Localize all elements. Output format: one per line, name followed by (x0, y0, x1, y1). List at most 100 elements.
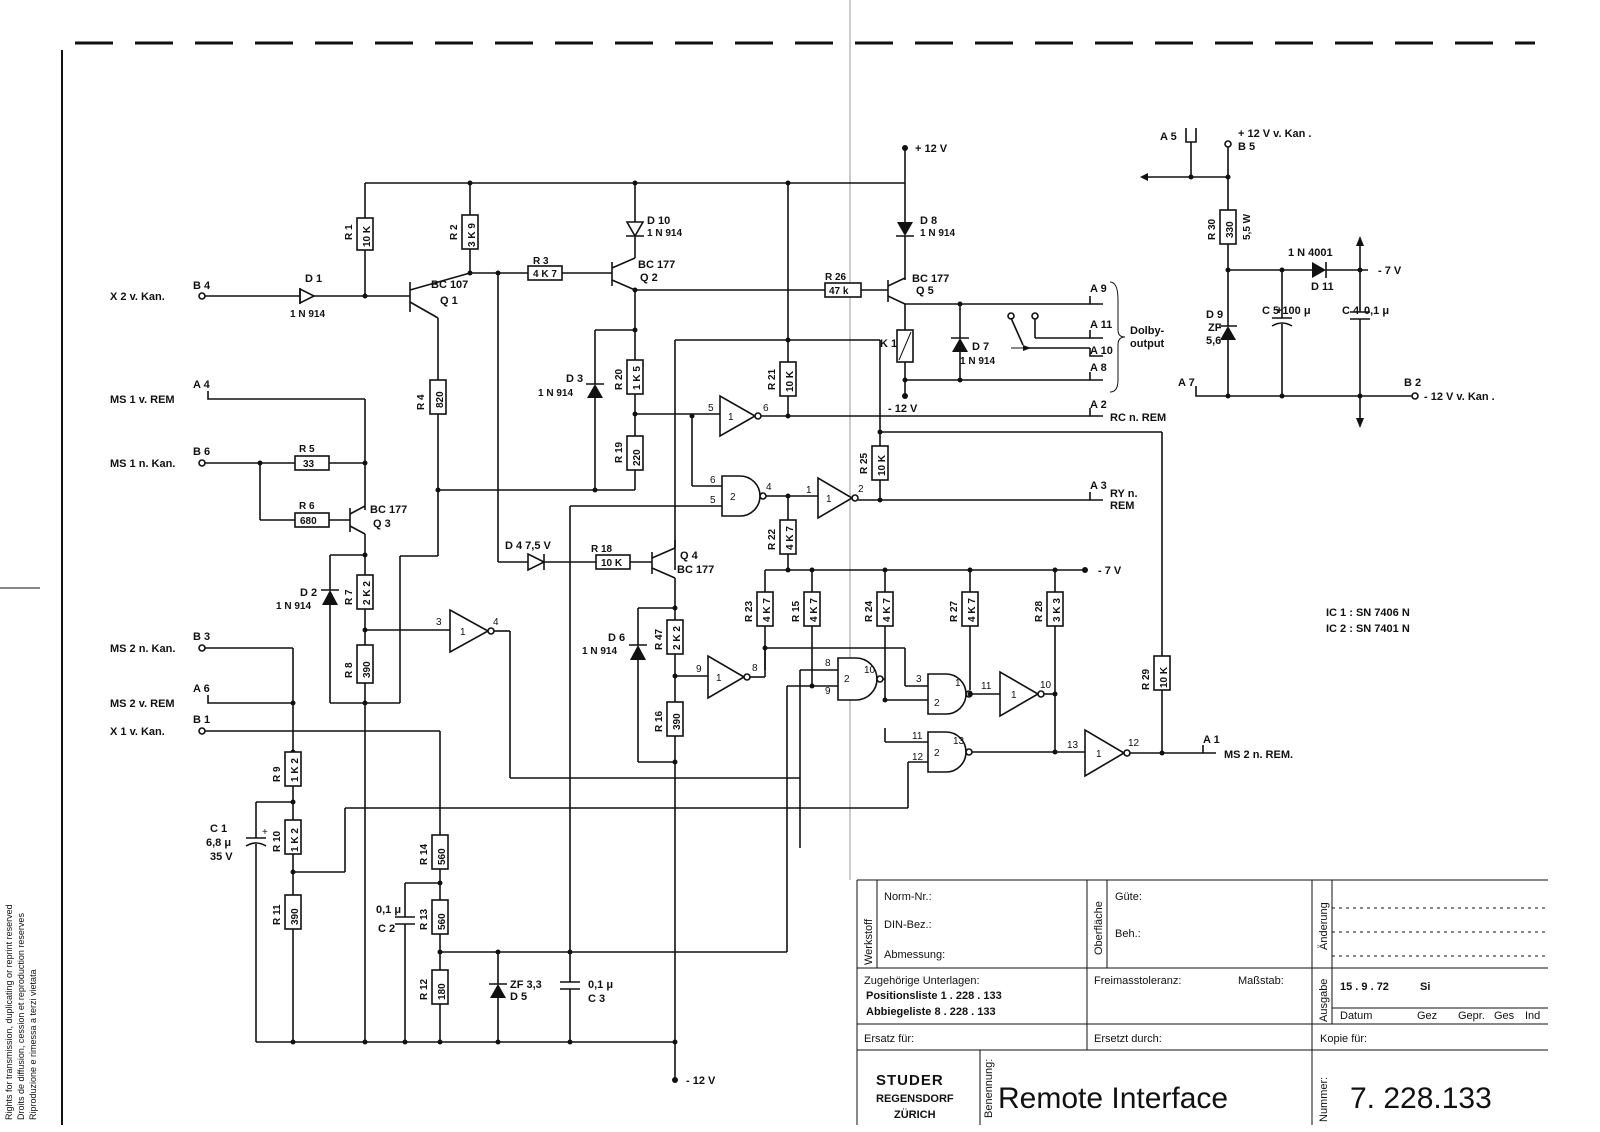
svg-text:D 3: D 3 (566, 373, 583, 385)
d5-zener: ZF 3,3 D 5 (489, 949, 542, 1042)
svg-text:4 K 7: 4 K 7 (785, 526, 796, 550)
svg-text:R 1: R 1 (344, 224, 355, 240)
svg-text:output: output (1130, 338, 1165, 350)
svg-text:R 22: R 22 (767, 528, 778, 550)
c5-capacitor: C 5 +100 μ (1262, 270, 1311, 396)
connector-b2: B 2 - 12 V v. Kan . (1404, 377, 1495, 403)
svg-text:5,6: 5,6 (1206, 335, 1221, 347)
dolby-connectors: A 9 A 11 A 10 A 8 Dolby- output (1089, 281, 1165, 393)
svg-text:R 13: R 13 (419, 908, 430, 930)
r3-resistor: R 3 4 K 7 (470, 256, 612, 281)
svg-text:C 2: C 2 (378, 923, 395, 935)
svg-text:+: + (262, 827, 268, 838)
svg-text:D 2: D 2 (300, 587, 317, 599)
plus12-label: + 12 V (915, 143, 948, 155)
svg-text:MS 1 v. REM: MS 1 v. REM (110, 394, 175, 406)
svg-text:2: 2 (844, 674, 850, 685)
r23-resistor: R 23 4 K 7 (744, 570, 774, 670)
r2-resistor: R 2 3 K 9 (449, 180, 479, 276)
input-b4: B 4 X 2 v. Kan. D 1 1 N 914 (110, 273, 410, 320)
relay-contact (1007, 312, 1090, 351)
svg-text:A 1: A 1 (1203, 734, 1220, 746)
svg-text:MS 1 n. Kan.: MS 1 n. Kan. (110, 458, 175, 470)
svg-text:8: 8 (825, 658, 831, 669)
svg-text:A 6: A 6 (193, 683, 210, 695)
c2-capacitor: 0,1 μ C 2 (376, 883, 415, 1042)
svg-text:B 1: B 1 (193, 714, 210, 726)
minus12-bottom-rail: - 12 V (256, 1039, 716, 1087)
svg-text:D 9: D 9 (1206, 309, 1223, 321)
svg-text:Q 3: Q 3 (373, 518, 391, 530)
svg-text:Q 1: Q 1 (440, 295, 458, 307)
svg-text:A 2: A 2 (1090, 399, 1107, 411)
svg-text:R 19: R 19 (614, 441, 625, 463)
svg-text:BC 177: BC 177 (677, 564, 714, 576)
minus7-mid-label: - 7 V (1098, 565, 1122, 577)
k1-relay: K 1 - 12 V (880, 329, 960, 415)
svg-text:10 K: 10 K (785, 370, 796, 392)
svg-text:0,1 μ: 0,1 μ (376, 904, 401, 916)
svg-text:Ersatz für:: Ersatz für: (864, 1033, 914, 1045)
svg-text:15 . 9 . 72: 15 . 9 . 72 (1340, 981, 1389, 993)
svg-text:35 V: 35 V (210, 851, 233, 863)
svg-text:DIN-Bez.:: DIN-Bez.: (884, 919, 932, 931)
svg-text:BC 177: BC 177 (912, 273, 949, 285)
r20-resistor: R 20 1 K 5 (614, 340, 644, 436)
svg-text:+100 μ: +100 μ (1276, 305, 1311, 317)
svg-text:2 K 2: 2 K 2 (362, 581, 373, 605)
svg-text:13: 13 (1067, 740, 1079, 751)
svg-text:10 K: 10 K (601, 558, 623, 569)
minus7-top-label: - 7 V (1378, 265, 1402, 277)
svg-text:D 10: D 10 (647, 215, 670, 227)
r5-resistor: R 5 33 (294, 444, 368, 471)
svg-text:Datum: Datum (1340, 1010, 1372, 1022)
svg-text:A 3: A 3 (1090, 480, 1107, 492)
r22-resistor: R 22 4 K 7 (767, 496, 797, 570)
q4-transistor: Q 4 BC 177 (651, 540, 714, 620)
svg-text:D 7: D 7 (972, 341, 989, 353)
svg-text:10 K: 10 K (362, 225, 373, 247)
svg-text:12: 12 (1128, 738, 1140, 749)
svg-text:2: 2 (858, 484, 864, 495)
svg-text:- 12 V v. Kan .: - 12 V v. Kan . (1424, 391, 1495, 403)
svg-text:R 24: R 24 (864, 600, 875, 622)
svg-text:Q 2: Q 2 (640, 272, 658, 284)
svg-text:BC 107: BC 107 (431, 279, 468, 291)
svg-text:RC n. REM: RC n. REM (1110, 412, 1166, 424)
dolby-label: Dolby- (1130, 325, 1165, 337)
svg-text:RY n.: RY n. (1110, 488, 1138, 500)
r26-resistor: R 26 47 k (635, 272, 888, 298)
svg-text:11: 11 (912, 731, 923, 742)
svg-text:1: 1 (716, 673, 722, 684)
svg-text:+ 12 V v. Kan .: + 12 V v. Kan . (1238, 128, 1311, 140)
svg-text:Änderung: Änderung (1318, 902, 1330, 950)
copyright-notice: Rights for transmission, duplicating or … (4, 904, 38, 1120)
r25-resistor: R 25 10 K (859, 429, 1163, 650)
svg-text:3: 3 (436, 617, 442, 628)
svg-text:1 N 914: 1 N 914 (647, 228, 682, 239)
c3-capacitor: 0,1 μ C 3 (560, 506, 613, 1042)
svg-text:R 26: R 26 (825, 272, 847, 283)
svg-text:R 14: R 14 (419, 843, 430, 865)
svg-text:1: 1 (955, 678, 961, 689)
q1-transistor: BC 107 Q 1 (409, 272, 471, 380)
q2-transistor: BC 177 Q 2 (611, 257, 675, 340)
svg-text:1 N 914: 1 N 914 (582, 646, 617, 657)
svg-text:390: 390 (362, 661, 373, 678)
svg-text:R 12: R 12 (419, 978, 430, 1000)
svg-text:Abbiegeliste 8 . 228 . 133: Abbiegeliste 8 . 228 . 133 (866, 1006, 996, 1018)
svg-text:10: 10 (1040, 680, 1052, 691)
r27-resistor: R 27 4 K 7 (949, 570, 979, 690)
q3-transistor: BC 177 Q 3 (330, 504, 407, 575)
svg-text:Gepr.: Gepr. (1458, 1010, 1485, 1022)
svg-text:1: 1 (1011, 690, 1017, 701)
svg-text:4 K 7: 4 K 7 (967, 598, 978, 622)
d1-label: D 1 (305, 273, 322, 285)
svg-text:MS 2 n. REM.: MS 2 n. REM. (1224, 749, 1293, 761)
gate-1-inverter: 5 1 6 (635, 394, 1090, 438)
svg-text:C 1: C 1 (210, 823, 227, 835)
svg-text:BC 177: BC 177 (370, 504, 407, 516)
svg-text:C 4: C 4 (1342, 305, 1360, 317)
svg-text:1: 1 (826, 494, 832, 505)
svg-text:Werkstoff: Werkstoff (863, 918, 875, 965)
